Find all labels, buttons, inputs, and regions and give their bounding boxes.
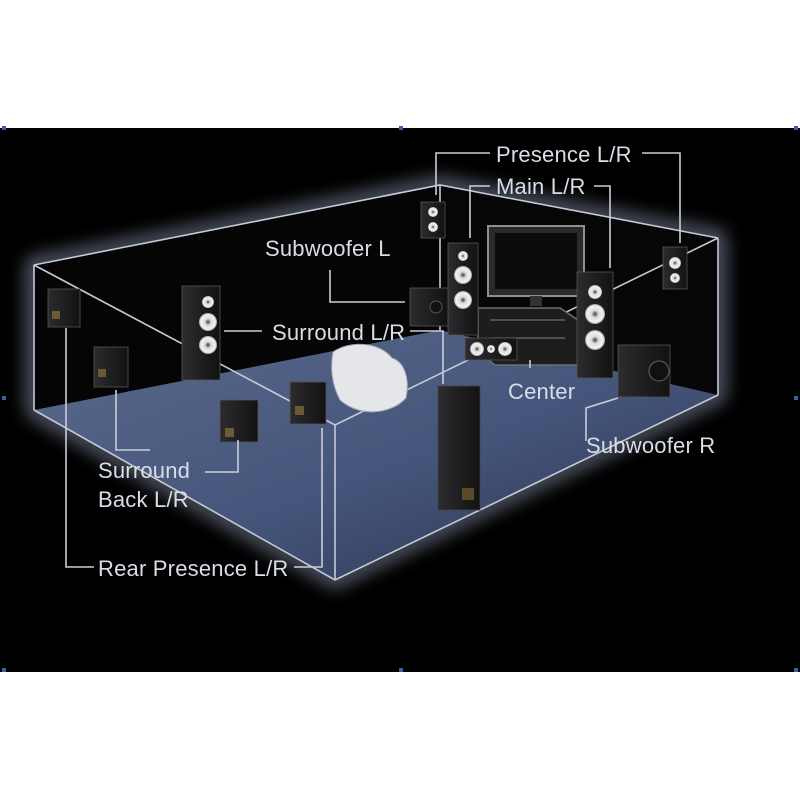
label-surround-back-line2: Back L/R (98, 487, 189, 512)
tv (487, 225, 585, 306)
room-floor (34, 330, 718, 580)
subwoofer-left (409, 287, 449, 327)
label-subwoofer-r: Subwoofer R (586, 433, 715, 458)
presence-speaker-left (420, 201, 446, 239)
listening-chair (331, 343, 408, 413)
main-speaker-right (576, 271, 614, 379)
leader-lines (65, 152, 681, 568)
surround-back-speaker-left (219, 399, 259, 443)
room-back-wall-left (34, 185, 440, 410)
subwoofer-right (617, 344, 671, 398)
label-rear-presence-lr: Rear Presence L/R (98, 556, 289, 581)
main-speaker-left (447, 242, 479, 336)
label-main-lr: Main L/R (496, 174, 586, 199)
label-subwoofer-l: Subwoofer L (265, 236, 391, 261)
center-speaker (464, 337, 518, 361)
label-presence-lr: Presence L/R (496, 142, 632, 167)
frame-markers (2, 126, 798, 672)
presence-speaker-right (662, 246, 688, 290)
surround-speaker-right (437, 385, 481, 511)
label-surround-back-line1: Surround (98, 458, 190, 483)
label-surround-lr: Surround L/R (272, 320, 405, 345)
surround-back-speaker-right (289, 381, 327, 425)
rear-presence-speaker-right (93, 346, 129, 388)
rear-presence-speaker-left (47, 288, 81, 328)
surround-speaker-left (181, 285, 221, 381)
label-center: Center (508, 379, 575, 404)
